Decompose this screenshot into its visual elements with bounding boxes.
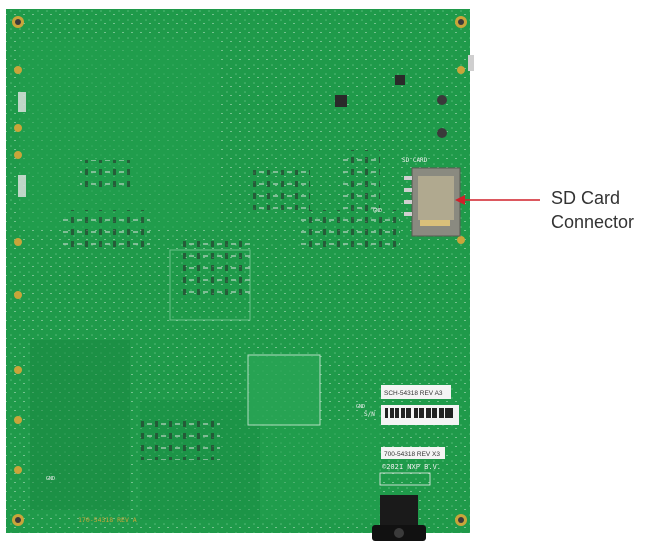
- sd-card-connector: [404, 167, 461, 237]
- mounting-holes: [12, 16, 467, 526]
- sn-prefix: S/N: [364, 411, 375, 418]
- gnd-label: GND: [373, 208, 382, 214]
- barcode-sticker: [381, 405, 459, 425]
- gnd-label: GND: [46, 476, 55, 482]
- sd-card-connector-callout: SD Card Connector: [551, 186, 634, 234]
- compliance-mark: [379, 472, 431, 486]
- sch-label-sticker: [381, 385, 451, 399]
- sch-label: SCH-54318 REV A3: [384, 390, 443, 397]
- callout-arrow: [455, 195, 540, 205]
- board-id-silk: 170-54318 REV A: [78, 516, 137, 524]
- part-label-sticker: [381, 447, 445, 459]
- callout-line-2: Connector: [551, 212, 635, 232]
- copyright-silk: ©2021 NXP B.V.: [382, 463, 441, 471]
- power-connector: [372, 495, 426, 541]
- part-label: 700-54318 REV X3: [384, 451, 440, 458]
- sd-card-silkscreen: SD CARD: [402, 157, 428, 164]
- soc-area: [169, 249, 251, 321]
- module-outline: [247, 354, 321, 426]
- callout-line-1: SD Card: [551, 188, 621, 208]
- gnd-label: GND: [356, 404, 365, 410]
